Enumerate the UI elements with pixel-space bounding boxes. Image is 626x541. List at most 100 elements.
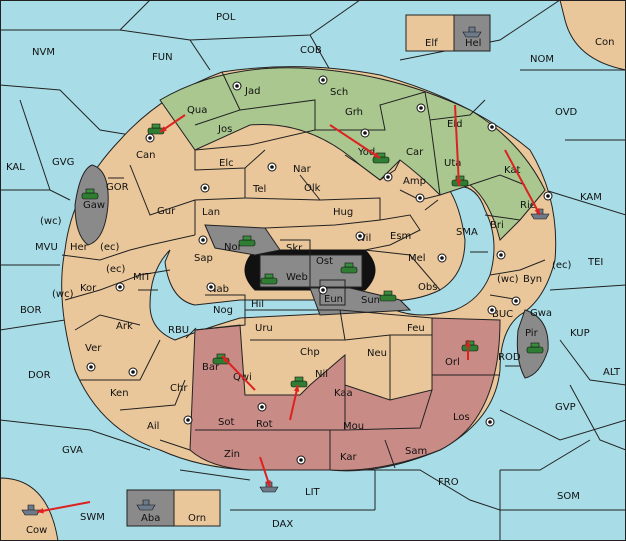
land-label-ark: Ark (116, 321, 133, 332)
land-label-can: Can (136, 150, 155, 161)
land-gaw[interactable] (74, 164, 109, 246)
land-label-obs: Obs (418, 282, 437, 293)
army-icon[interactable] (81, 188, 99, 200)
land-label-neu: Neu (367, 348, 387, 359)
land-label-rie: Rie (520, 200, 536, 211)
supply-center-icon (145, 133, 155, 143)
sea-label-ovd: OVD (555, 107, 578, 118)
army-icon[interactable] (290, 376, 308, 388)
army-icon[interactable] (379, 290, 397, 302)
land-label-lan: Lan (202, 207, 220, 218)
land-label-orl: Orl (445, 357, 460, 368)
land-label-nor: Nor (224, 242, 243, 253)
army-icon[interactable] (238, 235, 256, 247)
move-order-arrow (329, 124, 381, 159)
sea-label-mit: MIT (133, 272, 152, 283)
sea-label-fro: FRO (438, 477, 459, 488)
supply-center-icon (360, 128, 370, 138)
land-label-esm: Esm (390, 231, 411, 242)
coast-label-wc-kor: (wc) (52, 289, 74, 300)
sea-label-rod: ROD (498, 352, 521, 363)
supply-center-icon (128, 367, 138, 377)
land-label-nog: Nog (213, 305, 233, 316)
land-label-chp: Chp (300, 347, 320, 358)
supply-center-icon (511, 296, 521, 306)
supply-center-icon (437, 253, 447, 263)
army-icon[interactable] (340, 262, 358, 274)
land-label-amp: Amp (403, 176, 426, 187)
sea-label-swm: SWM (80, 512, 105, 523)
sea-label-tei: TEI (587, 257, 603, 268)
land-label-sap: Sap (194, 253, 213, 264)
supply-center-icon (487, 122, 497, 132)
supply-center-icon (198, 235, 208, 245)
sea-label-mvu: MVU (35, 242, 58, 253)
supply-center-icon (200, 183, 210, 193)
land-label-ail: Ail (147, 421, 159, 432)
land-label-cow: Cow (26, 525, 47, 536)
land-label-kat: Kat (504, 165, 521, 176)
coast-label-ec-kor: (ec) (106, 264, 126, 275)
inner-sea-channel (149, 185, 495, 341)
move-order-arrow (504, 149, 541, 216)
supply-center-icon (415, 193, 425, 203)
supply-center-icon (232, 81, 242, 91)
land-label-orn: Orn (188, 513, 206, 524)
sea-name-labels: POL NVM FUN COB NOM OVD KAL GVG GOR KAM … (6, 12, 621, 530)
army-icon[interactable] (147, 123, 165, 135)
supply-centers (86, 75, 553, 465)
supply-center-icon (485, 417, 495, 427)
sea-label-alt: ALT (603, 367, 621, 378)
move-orders (36, 104, 541, 514)
coast-labels: (wc) (ec) (ec) (wc) (wc) (ec) (40, 216, 572, 300)
fleet-icon[interactable] (462, 26, 482, 38)
land-label-con: Con (595, 37, 614, 48)
coast-label-ec-her: (ec) (100, 242, 120, 253)
fleet-icon[interactable] (136, 499, 156, 511)
move-order-arrow (259, 456, 271, 488)
land-label-eld: Eld (447, 119, 462, 130)
sea-label-rbu: RBU (168, 325, 189, 336)
land-label-zin: Zin (224, 449, 240, 460)
land-label-uta: Uta (444, 158, 461, 169)
sea-label-buc: BUC (492, 309, 513, 320)
supply-center-icon (496, 250, 506, 260)
land-orn[interactable] (173, 489, 221, 527)
land-label-jad: Jad (244, 86, 260, 97)
land-label-bri: Bri (490, 220, 504, 231)
army-icon[interactable] (260, 273, 278, 285)
supply-center-icon (355, 231, 365, 241)
land-label-feu: Feu (407, 323, 425, 334)
land-label-eun: Eun (324, 294, 343, 305)
land-label-elc: Elc (219, 158, 234, 169)
land-label-kaa: Kaa (334, 388, 353, 399)
supply-center-icon (115, 282, 125, 292)
province-borders (61, 71, 546, 470)
sea-label-fun: FUN (152, 52, 173, 63)
sea-label-dor: DOR (28, 370, 51, 381)
army-icon[interactable] (526, 342, 544, 354)
land-label-grh: Grh (345, 107, 363, 118)
land-label-tel: Tel (252, 184, 266, 195)
land-label-ver: Ver (85, 343, 102, 354)
army-icon[interactable] (372, 152, 390, 164)
move-order-arrow (159, 114, 186, 133)
land-label-sot: Sot (218, 417, 234, 428)
land-label-pir: Pir (525, 328, 539, 339)
sea-label-dax: DAX (272, 519, 293, 530)
army-icon[interactable] (461, 340, 479, 352)
land-label-ost: Ost (316, 256, 333, 267)
land-label-gaw: Gaw (83, 200, 105, 211)
supply-center-icon (318, 75, 328, 85)
land-label-bar: Bar (202, 362, 220, 373)
sea-label-gva: GVA (62, 445, 83, 456)
land-label-nil: Nil (315, 369, 328, 380)
passage-markers (108, 177, 520, 367)
land-elf[interactable] (405, 14, 455, 52)
land-label-gur: Gur (157, 206, 176, 217)
sea-label-lit: LIT (305, 487, 321, 498)
land-label-chr: Chr (170, 383, 188, 394)
fleet-icon[interactable] (21, 504, 41, 516)
